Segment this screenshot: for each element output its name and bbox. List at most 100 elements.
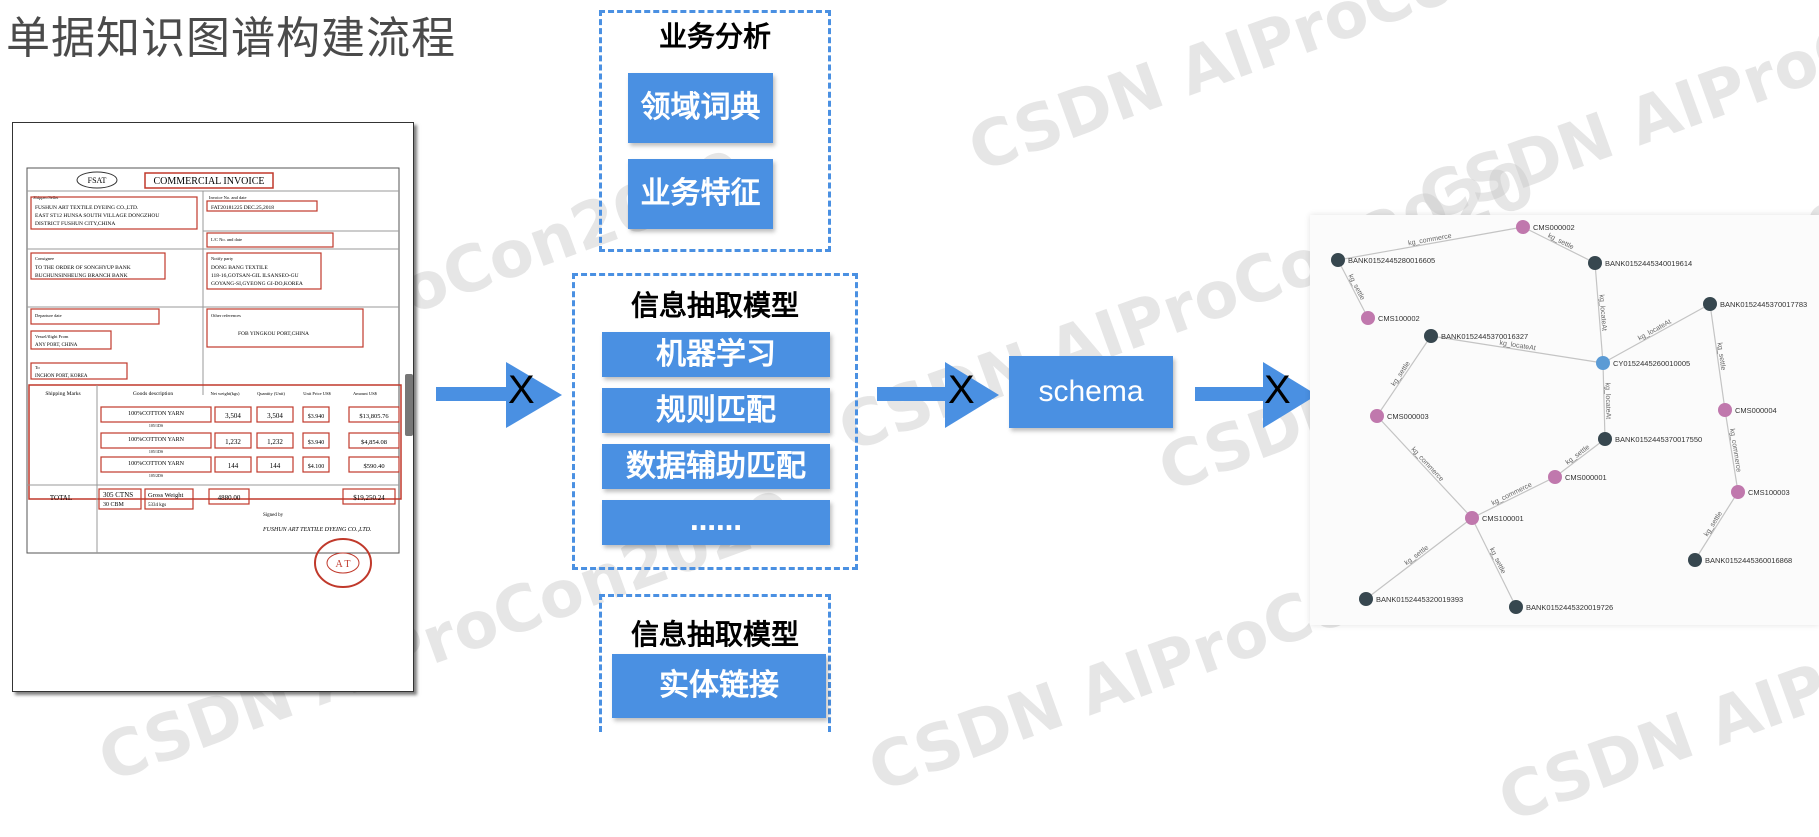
graph-edge-label: kg_settle [1546, 232, 1574, 251]
invoice-cell: 4880.00 [218, 494, 241, 502]
invoice-text: FAT20181225 DEC.25,2018 [211, 205, 274, 211]
information-extraction-header: 信息抽取模型 [630, 289, 799, 322]
graph-node[interactable] [1596, 356, 1610, 370]
rule-matching-button[interactable]: 规则匹配 [602, 388, 830, 433]
invoice-cell: $3.940 [308, 439, 325, 446]
graph-node-label: CMS100003 [1748, 488, 1790, 497]
invoice-col-header: Quantity (Unit) [257, 391, 285, 396]
stamp-text: A T [335, 559, 350, 570]
domain-dictionary-button[interactable]: 领域词典 [628, 73, 773, 143]
information-extraction-box: 信息抽取模型 机器学习 规则匹配 数据辅助匹配 …… [572, 273, 858, 570]
invoice-cell: 100%COTTON YARN [128, 437, 185, 443]
invoice-col-header: Goods description [133, 391, 173, 397]
graph-node[interactable] [1361, 311, 1375, 325]
graph-edge [1365, 517, 1473, 600]
invoice-text: FOB YINGKOU PORT,CHINA [238, 331, 309, 337]
graph-node[interactable] [1516, 220, 1530, 234]
invoice-cell: 3,504 [267, 412, 283, 420]
business-feature-button[interactable]: 业务特征 [628, 159, 773, 229]
graph-edge-label: kg_locateAt [1604, 383, 1612, 420]
graph-node[interactable] [1548, 470, 1562, 484]
invoice-label: Vessel/flight From [35, 334, 69, 339]
graph-node[interactable] [1731, 485, 1745, 499]
graph-edge [1337, 259, 1369, 319]
arrow-icon [436, 362, 562, 428]
graph-node-label: CMS000002 [1533, 223, 1575, 232]
graph-edge-label: kg_settle [1565, 444, 1592, 467]
graph-node[interactable] [1598, 432, 1612, 446]
graph-node-label: CY0152445260010005 [1613, 359, 1690, 368]
invoice-cell: 1,232 [267, 438, 283, 446]
invoice-cell: 100%COTTON YARN [128, 461, 185, 467]
invoice-text: EAST ST12 HUNSA SOUTH VILLAGE DONGZHOU [35, 213, 159, 219]
graph-edge [1376, 415, 1473, 519]
graph-edge [1694, 491, 1739, 561]
machine-learning-button[interactable]: 机器学习 [602, 332, 830, 377]
graph-edge [1554, 438, 1606, 478]
invoice-text: TO THE ORDER OF SONGHYUP BANK [35, 265, 131, 271]
invoice-text: DISTRICT FUSHUN CITY,CHINA [35, 221, 115, 227]
graph-edge-label: kg_settle [1488, 547, 1507, 575]
graph-edge-label: kg_commerce [1408, 233, 1453, 248]
graph-edge [1471, 517, 1517, 608]
invoice-title: COMMERCIAL INVOICE [153, 176, 264, 187]
graph-node[interactable] [1688, 553, 1702, 567]
graph-node[interactable] [1509, 600, 1523, 614]
arrow-icon [877, 362, 999, 428]
graph-node[interactable] [1718, 403, 1732, 417]
graph-edge [1522, 226, 1596, 264]
more-methods-button[interactable]: …… [602, 500, 830, 545]
graph-edge-label: kg_commerce [1728, 428, 1742, 473]
invoice-label: L/C No. and date [211, 237, 242, 242]
graph-node[interactable] [1703, 297, 1717, 311]
arrow-label: X [948, 368, 975, 412]
invoice-cell: 144 [270, 462, 281, 470]
graph-node-label: BANK0152445340019614 [1605, 259, 1692, 268]
graph-edge [1709, 303, 1726, 411]
graph-edge-label: kg_commerce [1410, 446, 1445, 483]
invoice-logo-icon [76, 171, 118, 189]
graph-node[interactable] [1331, 253, 1345, 267]
scroll-handle[interactable] [405, 374, 413, 436]
invoice-total-label: TOTAL [50, 494, 72, 502]
invoice-cell: 100%COTTON YARN [128, 411, 185, 417]
graph-edge [1602, 303, 1711, 364]
graph-edge-label: kg_commerce [1491, 481, 1534, 507]
graph-node[interactable] [1370, 409, 1384, 423]
schema-box[interactable]: schema [1009, 356, 1173, 428]
invoice-cell: 105/1DS [149, 449, 163, 454]
invoice-cell: 105/2DS [149, 473, 163, 478]
entity-linking-box: 信息抽取模型 实体链接 [599, 594, 831, 732]
invoice-cell: 1,232 [225, 438, 241, 446]
graph-edge [1594, 262, 1604, 364]
graph-node-label: BANK0152445370017550 [1615, 435, 1702, 444]
graph-edge [1337, 226, 1524, 261]
invoice-cell: $13,805.76 [359, 413, 389, 420]
invoice-cell: 30 CBM [103, 502, 125, 508]
invoice-cell: Gross Weight [148, 492, 183, 499]
invoice-label: Consignee [35, 256, 54, 261]
graph-node-label: BANK0152445280016605 [1348, 256, 1435, 265]
graph-node[interactable] [1424, 329, 1438, 343]
invoice-cell: $19,250.24 [353, 494, 385, 502]
invoice-col-header: Shipping Marks [45, 391, 80, 397]
invoice-cell: $590.40 [363, 463, 384, 470]
invoice-text: FUSHUN ART TEXTILE DYEING CO.,LTD. [35, 205, 139, 211]
graph-node[interactable] [1588, 256, 1602, 270]
graph-node[interactable] [1359, 592, 1373, 606]
graph-node[interactable] [1465, 511, 1479, 525]
invoice-col-header: Unit Price US$ [303, 391, 331, 396]
entity-linking-button[interactable]: 实体链接 [612, 654, 826, 718]
data-assisted-matching-button[interactable]: 数据辅助匹配 [602, 444, 830, 489]
invoice-text: GOYANG-SI,GYEONG GI-DO,KOREA [211, 281, 303, 287]
invoice-label: Signed by [263, 513, 284, 518]
graph-edge-label: kg_locateAt [1499, 340, 1536, 353]
graph-node-label: BANK0152445320019726 [1526, 603, 1613, 612]
invoice-text: DONG BANG TEXTILE [211, 265, 268, 271]
invoice-col-header: Amount US$ [353, 391, 378, 396]
graph-node-label: CMS100002 [1378, 314, 1420, 323]
invoice-text: ANY PORT, CHINA [35, 343, 78, 348]
invoice-cell: 3,504 [225, 412, 241, 420]
graph-node-label: CMS000001 [1565, 473, 1607, 482]
invoice-cell: $4.100 [308, 463, 325, 470]
